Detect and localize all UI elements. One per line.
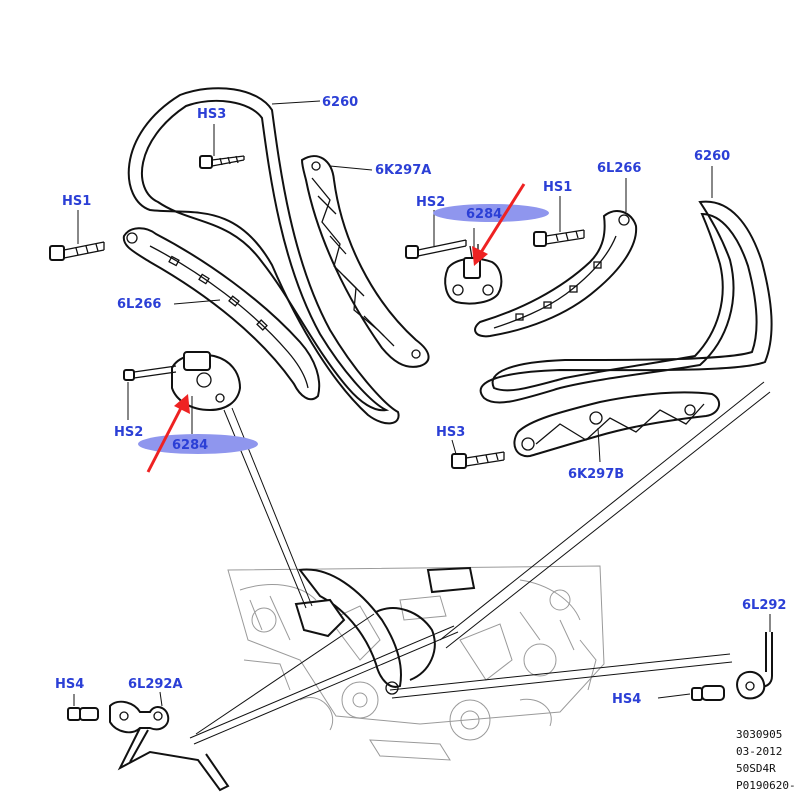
- label-chain-left: 6260: [322, 95, 358, 110]
- stud-hs4-right: [691, 685, 725, 701]
- chain-guide-6k297b: [513, 391, 721, 458]
- label-hs2-left: HS2: [114, 425, 143, 440]
- label-hs4-right: HS4: [612, 692, 641, 707]
- tensioner-guide-6l266-right: [474, 210, 638, 338]
- left-timing-chain: [127, 87, 400, 425]
- bolt-hs3-right: [451, 451, 505, 469]
- label-tensioner-left: 6284: [172, 438, 208, 453]
- label-tensioner-top: 6284: [466, 207, 502, 222]
- bolt-hs3-top: [199, 155, 245, 169]
- label-guide-6l266-right: 6L266: [597, 161, 641, 176]
- label-hs1-left: HS1: [62, 194, 91, 209]
- reference-line-4: P0190620-: [736, 779, 796, 792]
- reference-line-3: 50SD4R: [736, 762, 776, 775]
- label-hs2-top: HS2: [416, 195, 445, 210]
- label-hs3-right: HS3: [436, 425, 465, 440]
- tensioner-guide-6l266-left: [122, 227, 321, 401]
- oil-jet-6l292: [736, 632, 773, 700]
- bolt-hs2-top: [405, 239, 467, 259]
- reference-code-block: 3030905 03-2012 50SD4R P0190620-: [736, 728, 796, 792]
- right-timing-chain: [479, 200, 773, 404]
- chain-tensioner-6284-left: [171, 351, 242, 412]
- label-hs4-left: HS4: [55, 677, 84, 692]
- engine-block-background: [227, 565, 605, 761]
- oil-jet-bracket-6l292a: [109, 700, 230, 792]
- label-guide-6k297b: 6K297B: [568, 467, 624, 482]
- label-hs3-top: HS3: [197, 107, 226, 122]
- highlight-tensioner-left: [138, 434, 258, 454]
- label-bracket-6l292: 6L292: [742, 598, 786, 613]
- leader-lines: [73, 100, 771, 745]
- reference-line-2: 03-2012: [736, 745, 782, 758]
- label-guide-6k297a: 6K297A: [375, 163, 431, 178]
- reference-line-1: 3030905: [736, 728, 782, 741]
- bolt-hs2-left: [123, 365, 177, 381]
- label-chain-right: 6260: [694, 149, 730, 164]
- chain-tensioner-6284-top: [444, 244, 503, 305]
- chain-guide-6k297a: [300, 155, 430, 368]
- label-guide-6l266-left: 6L266: [117, 297, 161, 312]
- stud-hs4-left: [67, 707, 99, 721]
- label-hs1-right: HS1: [543, 180, 572, 195]
- red-arrow-left: [146, 394, 190, 473]
- bolt-hs1-right: [533, 229, 585, 247]
- red-arrow-top: [472, 183, 526, 266]
- label-bracket-6l292a: 6L292A: [128, 677, 183, 692]
- highlight-tensioner-top: [433, 204, 549, 222]
- bolt-hs1-left: [49, 241, 105, 261]
